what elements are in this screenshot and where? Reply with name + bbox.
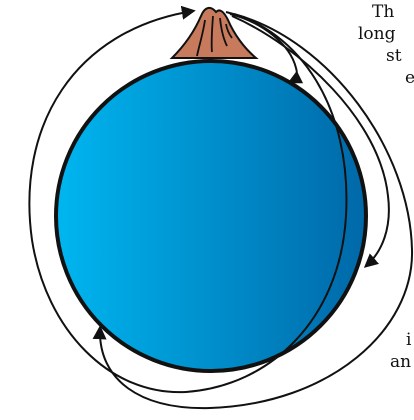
caption-fragment-3: st xyxy=(386,46,402,66)
caption-fragment-4: e xyxy=(405,68,414,88)
caption-fragment-5: i xyxy=(406,330,411,350)
caption-fragment-2: long xyxy=(358,24,396,44)
mountain-icon xyxy=(172,8,256,58)
caption-fragment-6: an xyxy=(390,352,411,372)
caption-fragment-1: Th xyxy=(372,2,394,22)
planet-icon xyxy=(56,61,366,371)
